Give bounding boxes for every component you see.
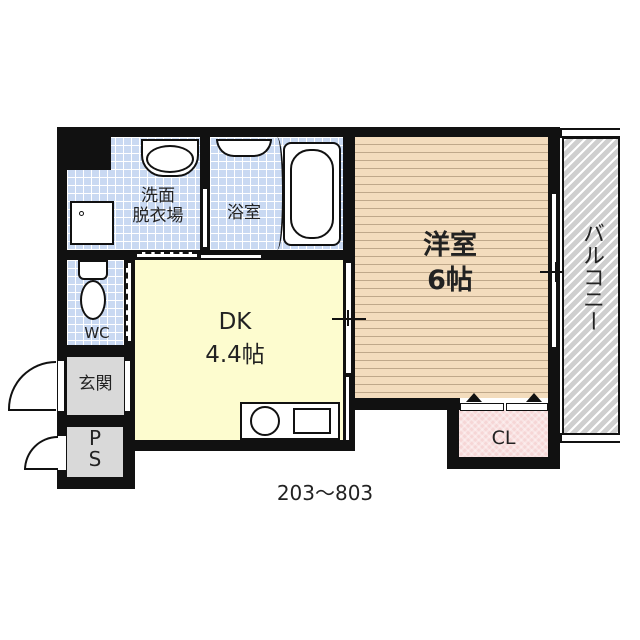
wall-closet-bottom xyxy=(447,457,560,469)
closet-label: CL xyxy=(491,427,516,449)
entrance-door[interactable] xyxy=(57,360,65,412)
toilet-tank xyxy=(78,260,108,280)
closet-door-handle-icon xyxy=(466,393,482,402)
entrance-label: 玄関 xyxy=(78,374,113,394)
balcony xyxy=(562,137,620,435)
ps xyxy=(67,427,123,477)
entrance-door-swing-icon[interactable] xyxy=(8,361,56,411)
entrance xyxy=(67,357,124,415)
closet-door-handle-icon xyxy=(526,393,542,402)
bathtub-inner xyxy=(290,149,334,239)
wc-label: WC xyxy=(84,324,110,342)
western-room-label-line1: 洋室 xyxy=(423,230,477,261)
dk-sliding-door[interactable] xyxy=(200,254,262,259)
wall-bath-western xyxy=(343,137,355,260)
wall-block xyxy=(67,137,111,170)
ps-label: P S xyxy=(67,428,123,470)
bath-door[interactable] xyxy=(202,188,208,248)
wall-ps-right xyxy=(123,427,135,489)
ps-door[interactable] xyxy=(57,435,67,471)
western-room-label: 洋室 6帖 xyxy=(405,228,495,298)
unit-numbers: 203〜803 xyxy=(276,481,374,505)
wc-door[interactable] xyxy=(126,262,132,342)
wall-ps-bottom xyxy=(57,477,135,489)
wall-bottom-dk xyxy=(124,440,355,451)
stove-burner-icon xyxy=(250,406,280,436)
toilet-bowl xyxy=(80,280,106,320)
bathroom-curve xyxy=(270,137,284,250)
western-room-label-line2: 6帖 xyxy=(427,265,473,297)
balcony-rail-bottom xyxy=(560,433,620,443)
washing-machine-dot xyxy=(79,211,84,216)
washroom-label: 洗面 脱衣場 xyxy=(118,186,198,226)
door-mark xyxy=(332,318,366,320)
western-door-2[interactable] xyxy=(345,376,350,448)
kitchen-sink xyxy=(293,408,331,434)
wall-entrance-ps xyxy=(57,415,135,427)
outer-wall-top xyxy=(57,127,558,139)
bathroom-label: 浴室 xyxy=(227,203,261,223)
washing-machine xyxy=(70,201,114,245)
door-mark-v xyxy=(347,310,349,326)
dk-label-line2: 4.4帖 xyxy=(205,342,265,369)
washbasin-bowl xyxy=(146,145,194,173)
ps-door-swing-icon[interactable] xyxy=(24,436,58,470)
dk-label: DK 4.4帖 xyxy=(190,306,280,373)
wall-closet-left xyxy=(447,398,459,468)
washroom-label-line2: 脱衣場 xyxy=(132,205,184,226)
window-mark-v xyxy=(555,262,557,282)
balcony-label: バルコニー xyxy=(579,222,604,332)
washroom-label-line1: 洗面 xyxy=(141,186,175,206)
closet-door-left[interactable] xyxy=(460,403,504,411)
closet xyxy=(459,410,548,457)
dk-label-line1: DK xyxy=(218,309,252,335)
closet-door-right[interactable] xyxy=(506,403,548,411)
wall-western-bottom xyxy=(355,398,460,410)
ps-label-line2: S xyxy=(88,447,102,471)
ps-label-line1: P xyxy=(88,426,102,450)
window-mark xyxy=(540,271,574,273)
washroom-door[interactable] xyxy=(136,252,198,258)
western-room xyxy=(355,137,548,398)
entrance-inner-door[interactable] xyxy=(124,360,131,412)
wall-wc-entrance xyxy=(57,345,135,357)
